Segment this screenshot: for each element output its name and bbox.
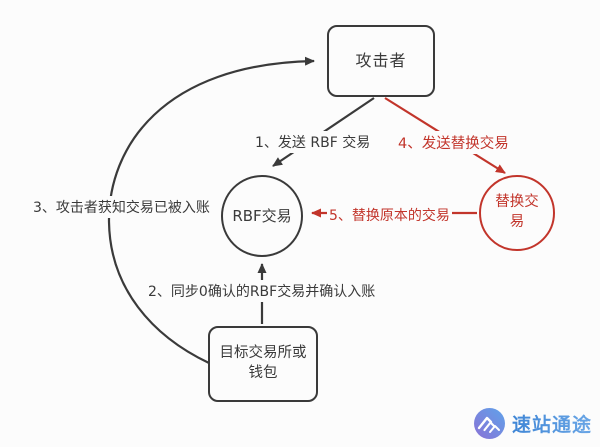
edge-label-step2: 2、同步0确认的RBF交易并确认入账 xyxy=(146,280,378,302)
edge-label-step5: 5、替换原本的交易 xyxy=(327,204,452,226)
node-attacker-label: 攻击者 xyxy=(355,51,407,71)
node-target-exchange-wallet: 目标交易所或 钱包 xyxy=(208,326,318,402)
edge-label-step1: 1、发送 RBF 交易 xyxy=(253,131,373,153)
node-attacker: 攻击者 xyxy=(327,25,435,97)
node-replacement-label: 替换交 易 xyxy=(495,194,539,230)
watermark: 速站通途 xyxy=(473,408,592,439)
node-replacement-transaction: 替换交 易 xyxy=(479,175,555,251)
watermark-text: 速站通途 xyxy=(512,410,592,437)
mountain-stripes-logo-icon xyxy=(473,408,505,439)
node-rbf-label: RBF交易 xyxy=(232,206,292,225)
node-target-label: 目标交易所或 钱包 xyxy=(219,345,307,381)
edge-label-step4: 4、发送替换交易 xyxy=(396,131,511,154)
edge-label-step3: 3、攻击者获知交易已被入账 xyxy=(31,196,212,218)
node-rbf-transaction: RBF交易 xyxy=(221,175,303,257)
